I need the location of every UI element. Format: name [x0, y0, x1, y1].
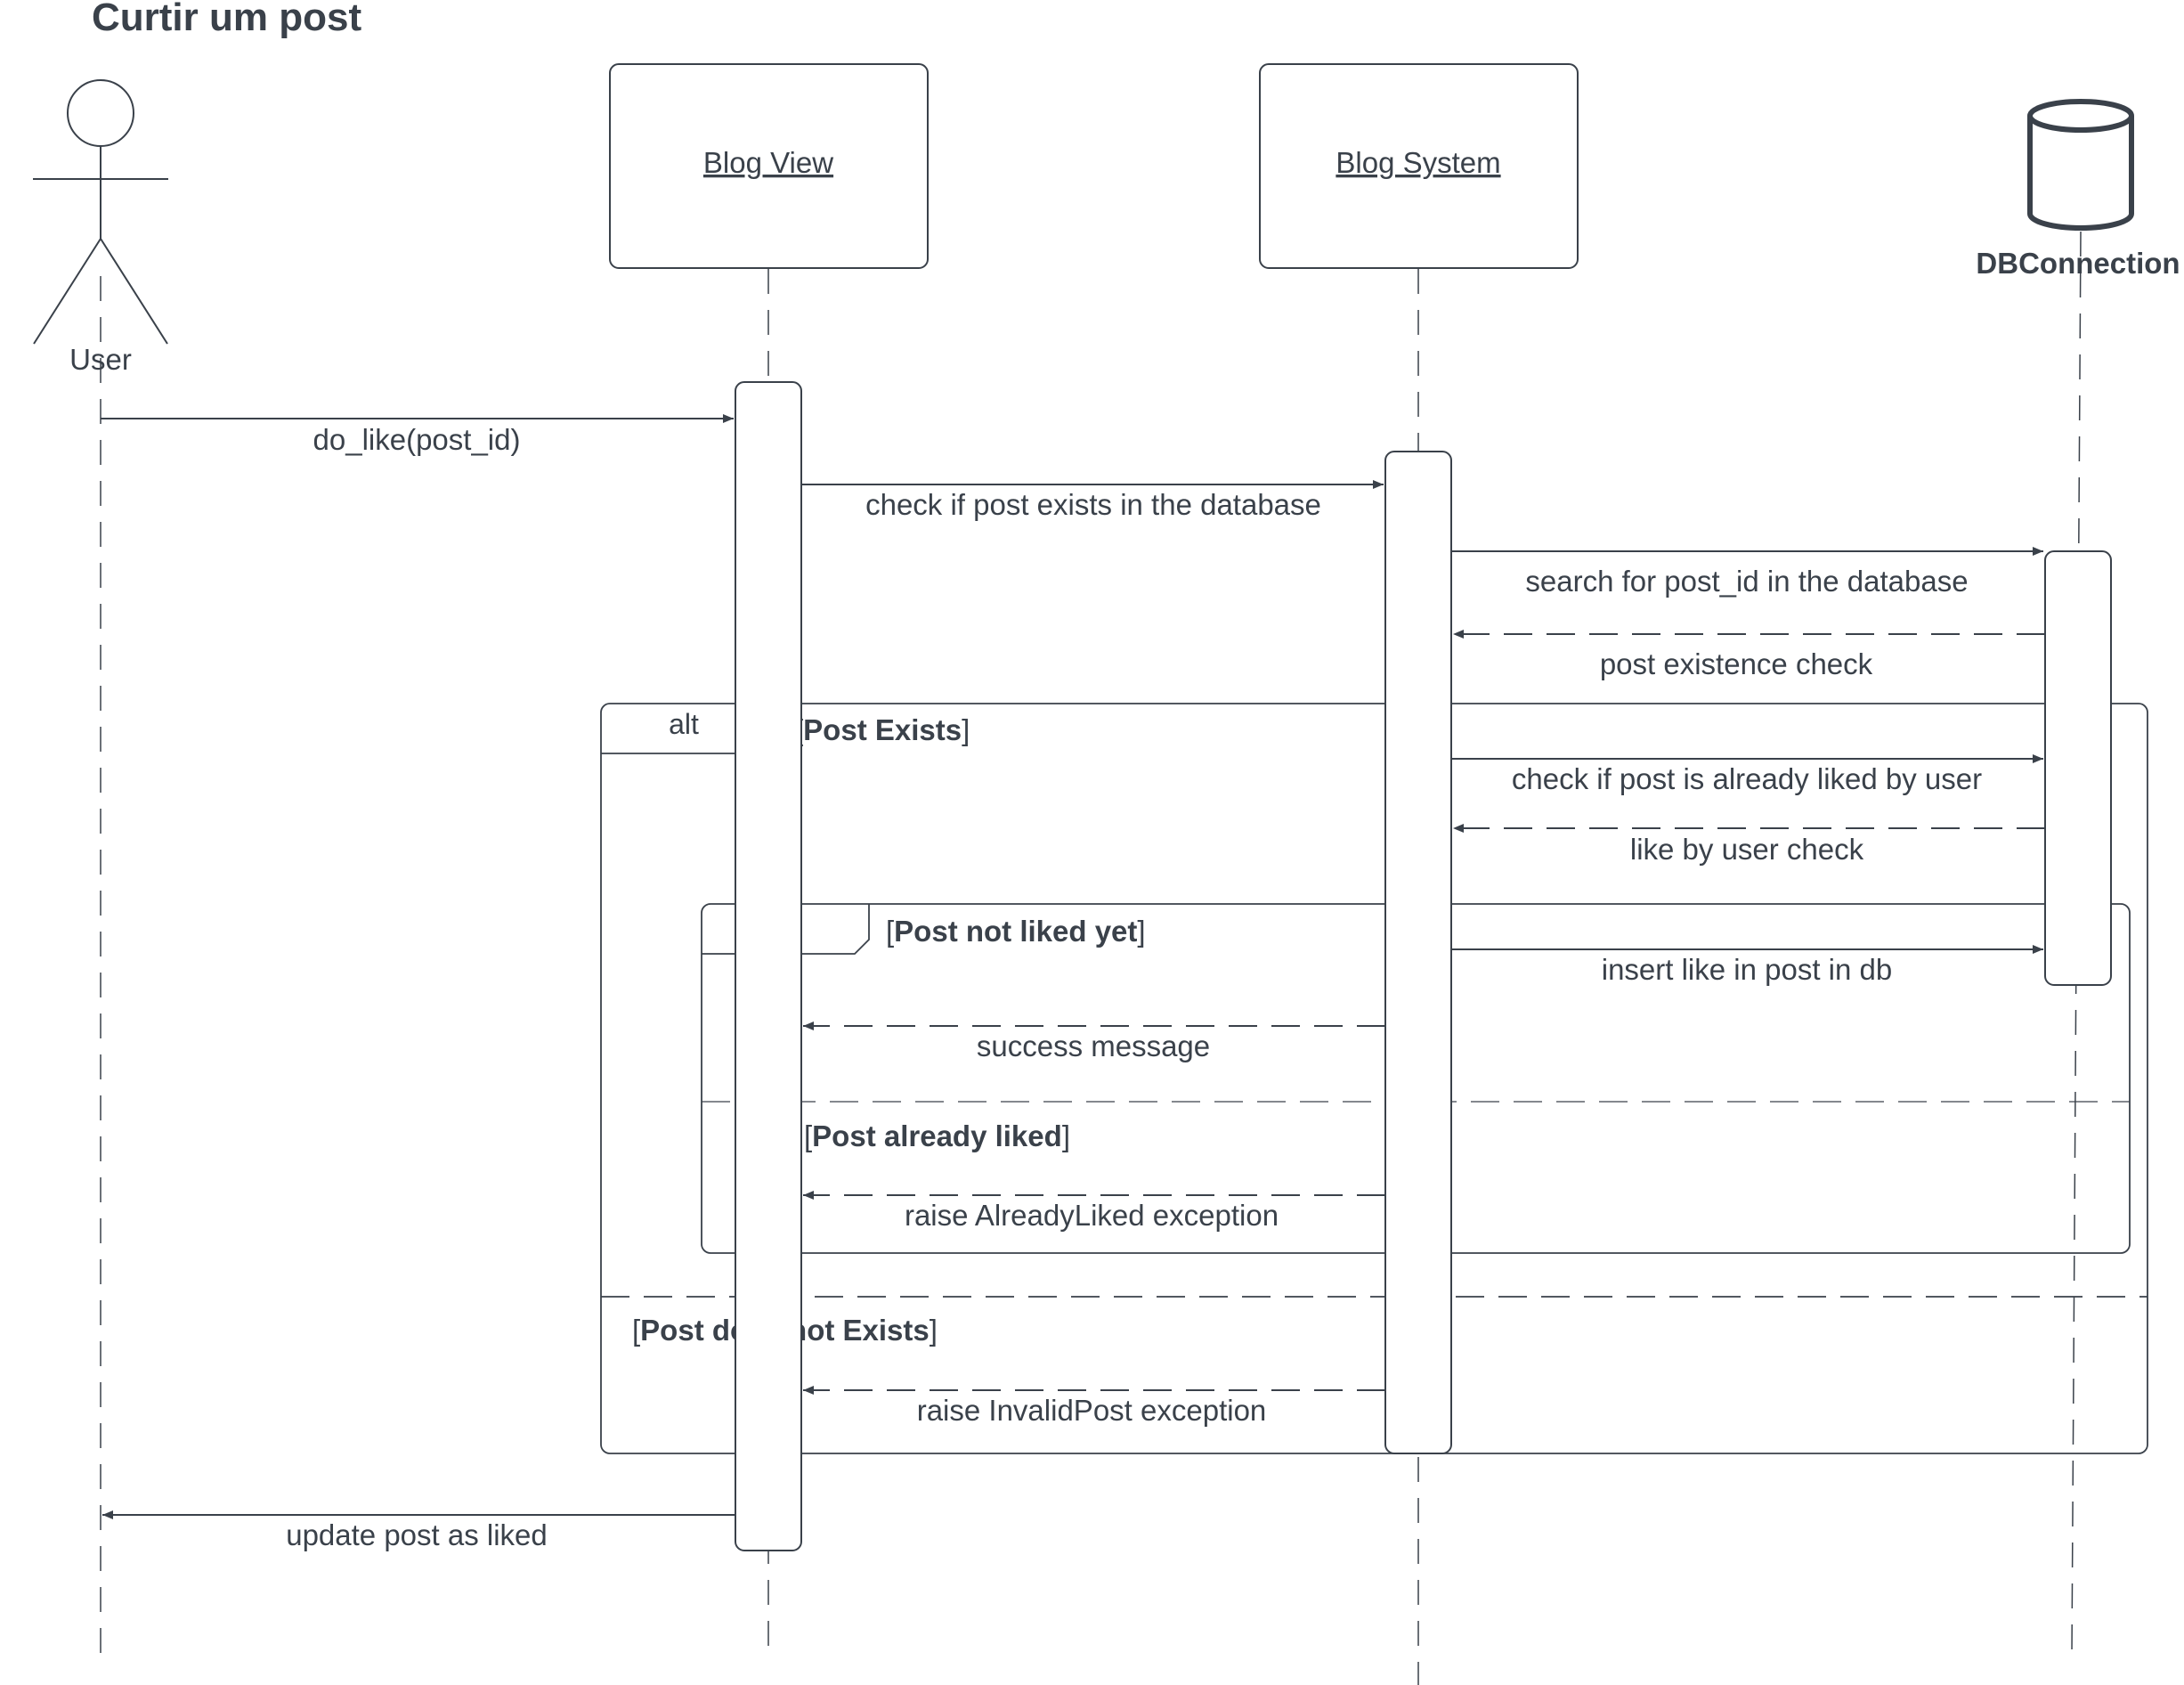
blog-view-activation — [735, 381, 802, 1551]
outer-alt-guard1: [Post Exists] — [795, 713, 970, 746]
outer-alt-fragment — [600, 703, 2148, 1454]
msg-update-liked-label: update post as liked — [286, 1518, 548, 1551]
db-activation — [2044, 550, 2112, 986]
msg-like-check-label: like by user check — [1630, 833, 1864, 866]
user-label: User — [69, 343, 132, 376]
msg-success-label: success message — [977, 1030, 1210, 1062]
diagram-title: Curtir um post — [92, 0, 361, 39]
msg-invalid-post-label: raise InvalidPost exception — [917, 1394, 1267, 1427]
database-icon — [2027, 99, 2134, 231]
db-label: DBConnection — [1976, 247, 2180, 280]
msg-already-liked-label: raise AlreadyLiked exception — [905, 1199, 1279, 1232]
inner-guard1-text: Post not liked yet — [894, 915, 1137, 948]
blog-view-box — [609, 63, 929, 269]
user-actor-icon — [33, 79, 168, 345]
inner-alt-guard2: [Post already liked] — [804, 1119, 1070, 1152]
inner-alt-guard1: [Post not liked yet] — [886, 915, 1146, 948]
blog-system-box — [1259, 63, 1579, 269]
msg-do-like-label: do_like(post_id) — [313, 423, 521, 456]
msg-insert-like-label: insert like in post in db — [1602, 953, 1893, 986]
msg-check-liked-label: check if post is already liked by user — [1512, 762, 1982, 795]
outer-alt-operator: alt — [669, 708, 699, 740]
inner-guard2-text: Post already liked — [812, 1119, 1062, 1152]
blog-view-label: Blog View — [703, 146, 833, 179]
blog-system-label: Blog System — [1336, 146, 1500, 179]
outer-guard1-text: Post Exists — [803, 713, 962, 746]
msg-search-post-label: search for post_id in the database — [1525, 565, 1968, 598]
blog-system-activation — [1384, 451, 1452, 1454]
msg-check-post-label: check if post exists in the database — [865, 488, 1321, 521]
msg-post-existence-label: post existence check — [1600, 647, 1873, 680]
